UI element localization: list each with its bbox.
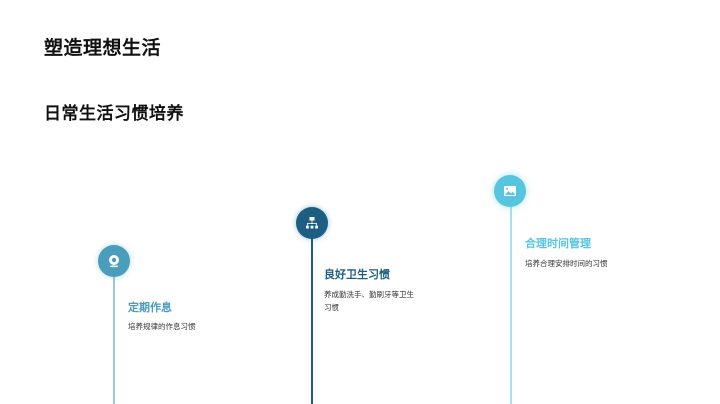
timeline-node-2 [296,207,328,239]
sitemap-icon [306,217,318,229]
slide-subtitle: 日常生活习惯培养 [44,104,184,124]
timeline-node-3 [494,175,526,207]
timeline-line-2 [311,233,313,404]
timeline-line-1 [113,272,115,404]
timeline-item-desc-2: 养成勤洗手、勤刷牙等卫生习惯 [324,290,414,312]
timeline-item-title-2: 良好卫生习惯 [324,268,390,281]
timeline-item-desc-3: 培养合理安排时间的习惯 [525,259,608,268]
slide-title: 塑造理想生活 [44,37,162,59]
timeline-node-1 [98,245,130,277]
webcam-icon [109,255,119,268]
timeline-item-title-1: 定期作息 [128,301,172,314]
image-icon [504,186,516,196]
timeline-item-title-3: 合理时间管理 [525,237,591,250]
timeline-item-desc-1: 培养规律的作息习惯 [128,322,196,331]
timeline-line-3 [510,204,512,404]
